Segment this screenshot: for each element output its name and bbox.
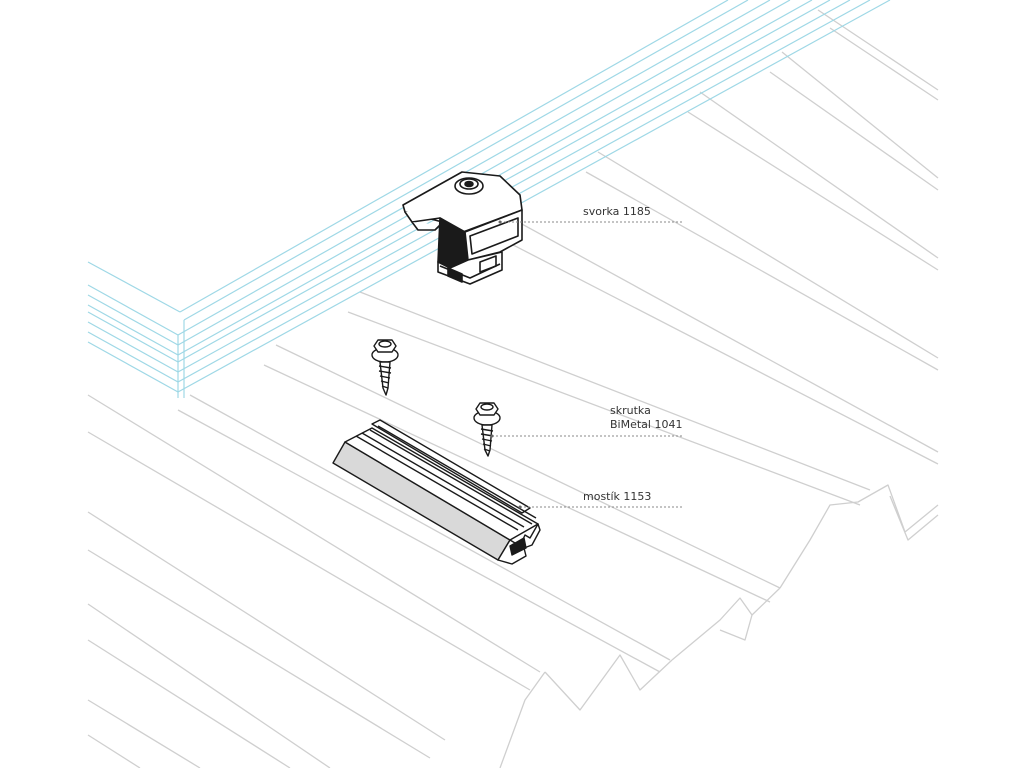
leader-lines — [492, 221, 682, 508]
screw-label-line1: skrutka — [610, 404, 651, 417]
screw-right — [473, 402, 501, 457]
mini-rail-bridge-icon — [332, 419, 541, 565]
screw-label-line2: BiMetal 1041 — [610, 418, 683, 431]
clamp-label: svorka 1185 — [583, 205, 651, 218]
screw-left — [371, 339, 399, 396]
bimetal-screw-icon — [371, 339, 501, 457]
bridge-label: mostík 1153 — [583, 490, 652, 503]
leader-dots — [490, 220, 522, 509]
trapezoidal-roof-sheet — [87, 9, 939, 768]
screw-label: skrutka BiMetal 1041 — [610, 404, 682, 432]
end-clamp-icon — [402, 171, 523, 285]
